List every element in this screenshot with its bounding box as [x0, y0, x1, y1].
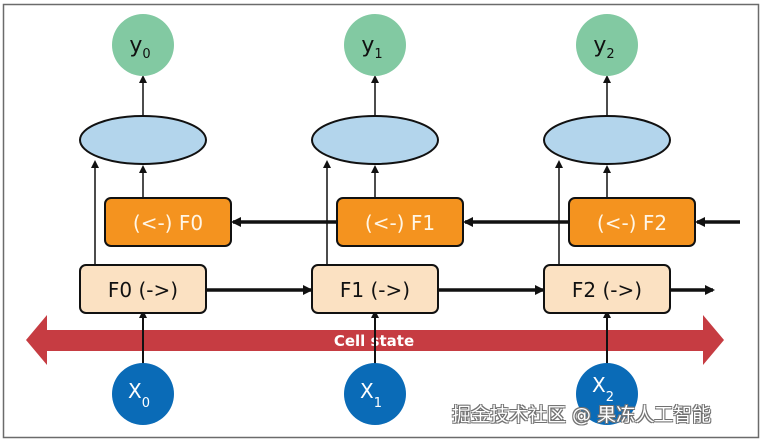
forward-cell-1: F1 (->): [311, 264, 439, 314]
input-node-1: X1: [344, 363, 406, 425]
input-base: X: [360, 379, 374, 403]
input-sub: 2: [606, 390, 614, 405]
svg-text:y2: y2: [593, 33, 614, 62]
output-node-1: y1: [344, 14, 406, 76]
input-node-0: X0: [112, 363, 174, 425]
output-sub: 0: [142, 47, 150, 62]
forward-cell-0: F0 (->): [79, 264, 207, 314]
input-node-2: X2: [576, 363, 638, 425]
svg-text:y0: y0: [129, 33, 150, 62]
input-sub: 0: [142, 396, 150, 411]
backward-cell-label: (<-) F1: [365, 211, 435, 235]
output-sub: 1: [374, 47, 382, 62]
forward-cell-2: F2 (->): [543, 264, 671, 314]
backward-cell-0: (<-) F0: [104, 197, 232, 247]
forward-cell-label: F2 (->): [572, 278, 642, 302]
hidden-ellipse-2: [543, 115, 671, 165]
output-base: y: [129, 33, 142, 58]
hidden-ellipse-1: [311, 115, 439, 165]
backward-cell-2: (<-) F2: [568, 197, 696, 247]
hidden-ellipse-0: [79, 115, 207, 165]
backward-cell-label: (<-) F0: [133, 211, 203, 235]
output-node-0: y0: [112, 14, 174, 76]
input-base: X: [592, 373, 606, 397]
output-node-2: y2: [576, 14, 638, 76]
output-sub: 2: [606, 47, 614, 62]
svg-text:y1: y1: [361, 33, 382, 62]
watermark: 掘金技术社区 @ 果冻人工智能: [452, 404, 712, 426]
backward-cell-1: (<-) F1: [336, 197, 464, 247]
svg-text:X2: X2: [592, 373, 614, 405]
output-base: y: [593, 33, 606, 58]
input-sub: 1: [374, 396, 382, 411]
backward-cell-label: (<-) F2: [597, 211, 667, 235]
forward-cell-label: F1 (->): [340, 278, 410, 302]
input-base: X: [128, 379, 142, 403]
svg-text:X0: X0: [128, 379, 150, 411]
svg-text:X1: X1: [360, 379, 382, 411]
output-base: y: [361, 33, 374, 58]
forward-cell-label: F0 (->): [108, 278, 178, 302]
